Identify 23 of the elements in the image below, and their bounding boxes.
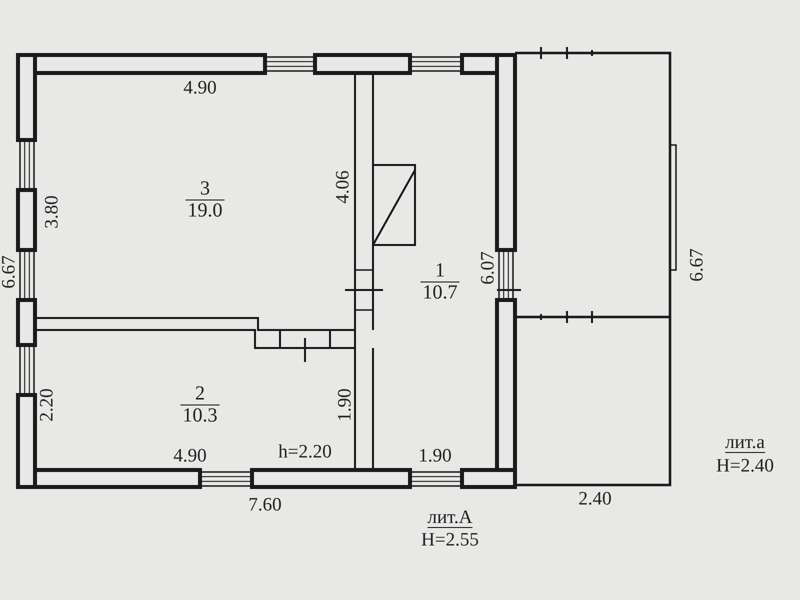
dimension-label: 6.07 <box>478 251 498 285</box>
dimension-label: 7.60 <box>248 496 282 514</box>
dimension-label: 4.06 <box>334 170 352 204</box>
room-area: 10.3 <box>180 406 220 426</box>
room-number: 3 <box>186 178 224 200</box>
building-letter: лит.а <box>725 433 765 453</box>
dimension-label: 6.67 <box>688 248 706 282</box>
dimension-label: 2.40 <box>578 490 612 508</box>
dimension-label: 2.20 <box>38 388 56 422</box>
height-label: H=2.40 <box>716 456 774 476</box>
room-number: 1 <box>420 260 460 282</box>
room-number: 2 <box>180 384 220 406</box>
height-label: H=2.55 <box>421 530 479 550</box>
dimension-label: 3.80 <box>42 195 62 229</box>
room-area: 10.7 <box>420 282 460 304</box>
dimension-label: 6.67 <box>0 255 18 289</box>
dimension-label: 4.90 <box>183 78 217 98</box>
dimension-label: 1.90 <box>418 446 452 466</box>
dimension-label: 1.90 <box>336 388 354 422</box>
room-area: 19.0 <box>186 200 224 222</box>
height-label: h=2.20 <box>278 442 332 462</box>
dimension-label: 4.90 <box>173 446 207 466</box>
building-letter: лит.А <box>428 508 472 528</box>
